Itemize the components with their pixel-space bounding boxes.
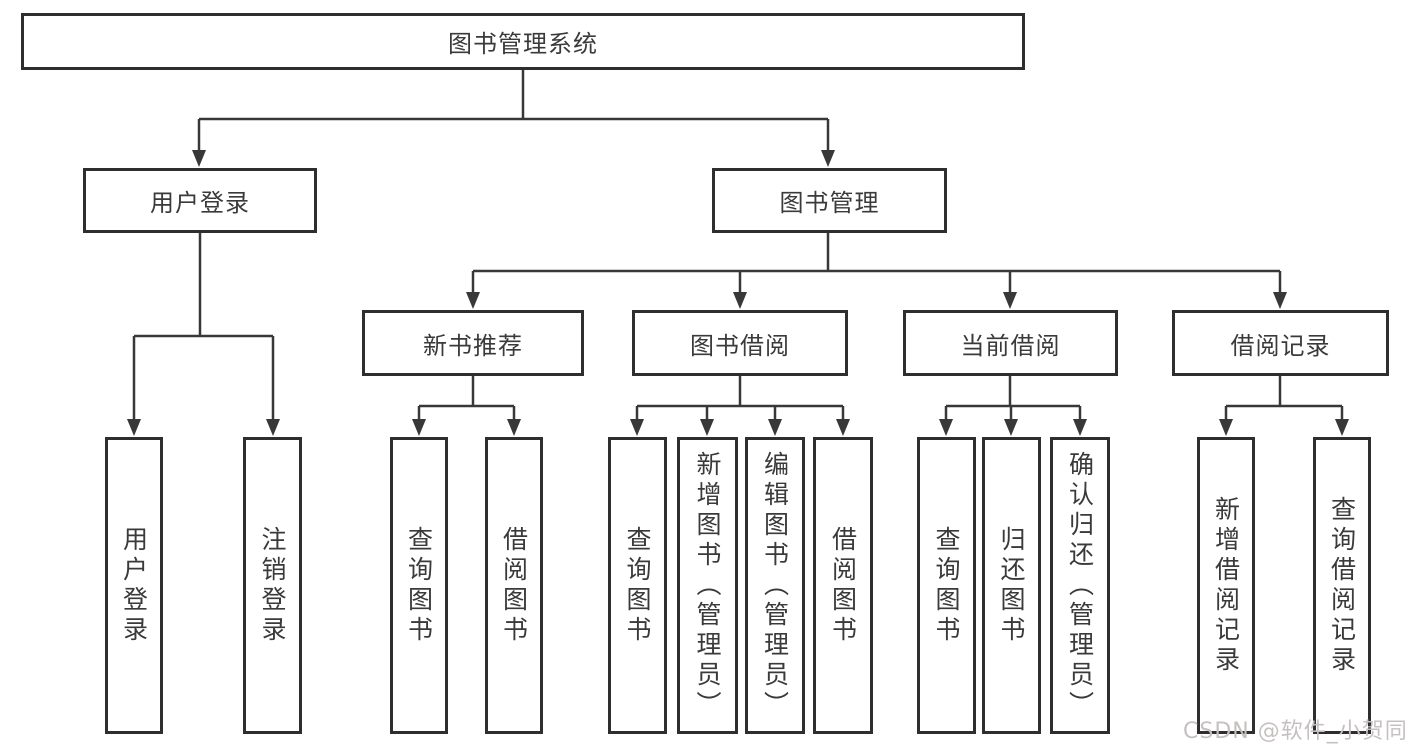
- node-label: 归还图书: [997, 525, 1026, 646]
- node-leaf-query-books-current: 查询图书: [917, 437, 976, 734]
- node-label: 图书管理系统: [448, 30, 598, 58]
- arrowheads: [127, 150, 1349, 436]
- node-label: 注销登录: [258, 525, 287, 646]
- node-label: 新增借阅记录: [1211, 495, 1241, 676]
- node-label: 查询借阅记录: [1327, 495, 1357, 676]
- node-borrow-records: 借阅记录: [1172, 310, 1389, 376]
- node-label: 查询图书: [623, 525, 652, 646]
- node-user-login: 用户登录: [83, 168, 317, 233]
- node-leaf-query-books-borrow: 查询图书: [608, 437, 667, 734]
- node-leaf-borrow-books: 借阅图书: [813, 437, 873, 734]
- node-leaf-edit-books-admin: 编辑图书（管理员）: [745, 437, 805, 734]
- node-book-borrow: 图书借阅: [632, 310, 848, 376]
- node-label: 查询图书: [404, 525, 434, 646]
- node-label: 借阅图书: [828, 525, 858, 646]
- node-leaf-return-books: 归还图书: [982, 437, 1041, 734]
- node-root: 图书管理系统: [21, 13, 1025, 70]
- node-label: 用户登录: [150, 189, 250, 217]
- node-label: 图书借阅: [690, 331, 790, 360]
- node-leaf-query-borrow-record: 查询借阅记录: [1313, 437, 1371, 734]
- node-leaf-confirm-return-admin: 确认归还（管理员）: [1050, 437, 1110, 734]
- node-leaf-user-login: 用户登录: [105, 437, 163, 734]
- node-label: 编辑图书（管理员）: [760, 450, 790, 721]
- node-label: 查询图书: [932, 525, 961, 646]
- csdn-watermark: CSDN @软件_小贺同学: [1183, 719, 1405, 744]
- node-label: 确认归还（管理员）: [1065, 450, 1095, 721]
- node-leaf-borrow-books-recommend: 借阅图书: [485, 437, 543, 734]
- node-label: 图书管理: [779, 189, 880, 217]
- node-leaf-add-books-admin: 新增图书（管理员）: [677, 437, 738, 734]
- node-current-borrow: 当前借阅: [903, 310, 1118, 376]
- node-label: 新书推荐: [423, 331, 523, 360]
- node-leaf-logout: 注销登录: [243, 437, 302, 734]
- node-label: 新增图书（管理员）: [693, 450, 722, 721]
- node-label: 用户登录: [119, 525, 149, 646]
- node-book-management: 图书管理: [712, 168, 947, 233]
- node-label: 当前借阅: [960, 331, 1061, 360]
- node-label: 借阅图书: [499, 525, 529, 646]
- node-leaf-add-borrow-record: 新增借阅记录: [1197, 437, 1255, 734]
- node-label: 借阅记录: [1230, 331, 1331, 360]
- node-leaf-query-books-recommend: 查询图书: [390, 437, 448, 734]
- node-new-book-recommend: 新书推荐: [362, 310, 584, 376]
